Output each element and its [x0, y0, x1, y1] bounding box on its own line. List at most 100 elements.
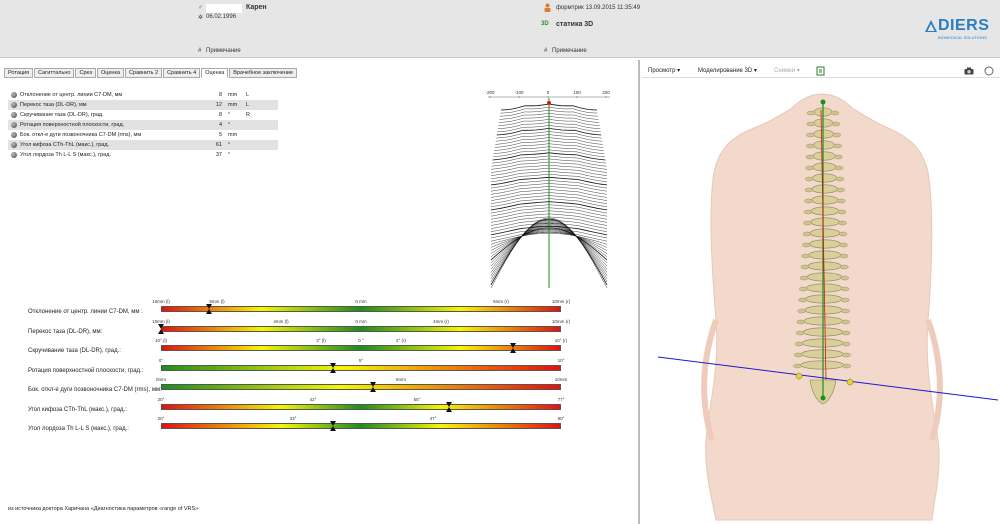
bullet-icon — [11, 152, 17, 158]
scale-tick-label: 10mm (l) — [152, 299, 170, 304]
vertebra — [805, 294, 843, 304]
bullet-icon — [11, 92, 17, 98]
param-label: Бок. откл-е дуги позвоночника C7-DM (rms… — [20, 132, 142, 138]
vertebra — [813, 129, 835, 139]
scale-row: Угол кифоза CTh-ThL (макс.), град.: 20° 42… — [0, 396, 640, 418]
circle-icon[interactable] — [984, 66, 994, 76]
note-icon: # — [544, 48, 548, 54]
param-row[interactable]: Угол кифоза CTh-ThL (макс.), град. 61 ° — [8, 140, 278, 150]
scale-label: Угол лордоза Th L-L S (макс.), град.: — [28, 426, 129, 432]
vp-marker — [820, 99, 826, 105]
scale-label: Угол кифоза CTh-ThL (макс.), град.: — [28, 406, 127, 413]
scale-label: Ротация поверхностной плоскости, град.: — [28, 367, 144, 374]
birth-date: 06.02.1996 — [206, 14, 237, 20]
scale-tick-label: 20° — [157, 396, 165, 402]
scale-label: Отклонение от центр. линии C7-DM, мм : — [28, 309, 143, 315]
scale-label: Перекос таза (DL-DR), мм: — [28, 328, 103, 335]
pelvis-plane-line — [657, 356, 999, 401]
tab-2[interactable]: Срез — [75, 68, 96, 78]
scale-tick-label: 77° — [557, 396, 565, 402]
scale-row: Отклонение от центр. линии C7-DM, мм : 10… — [0, 299, 640, 320]
param-row[interactable]: Ротация поверхностной плоскости, град.4° — [8, 120, 278, 130]
gender-icon: ♂ — [198, 5, 203, 11]
param-label: Угол лордоза Th L-L S (макс.), град. — [20, 152, 111, 158]
snapshots-menu[interactable]: Снимки ▾ — [774, 68, 800, 74]
person-icon — [544, 3, 551, 12]
dm-marker — [820, 395, 826, 401]
vertebra — [810, 206, 840, 216]
vertebra — [809, 228, 841, 238]
scale-tick-label: 4mm (l) — [273, 318, 289, 324]
param-value: 12 — [215, 102, 222, 108]
tab-5[interactable]: Сравнить 4 — [163, 68, 201, 78]
axis-tick-label: 200 — [602, 90, 610, 95]
param-value: 61 — [215, 142, 222, 148]
scale-tick-label: 42° — [309, 396, 317, 402]
param-label: Ротация поверхностной плоскости, град. — [20, 122, 125, 128]
scale-tick-label: 10mm (r) — [551, 318, 571, 324]
axis-tick-label: -200 — [485, 90, 495, 95]
tab-4[interactable]: Сравнить 2 — [125, 68, 163, 78]
scale-tick-label: 0 mm — [355, 299, 367, 304]
scale-tick-label: 10mm — [554, 377, 568, 382]
hourglass-marker-icon — [510, 343, 516, 353]
note-left[interactable]: Примечание — [206, 48, 241, 54]
tab-6[interactable]: Оценка — [201, 68, 229, 78]
param-unit: ° — [228, 142, 231, 148]
diers-logo: DIERS BIOMEDICAL SOLUTIONS — [924, 17, 998, 43]
modeling-menu[interactable]: Моделирование 3D ▾ — [698, 68, 757, 74]
param-value: 8 — [218, 92, 222, 98]
vertebra — [812, 173, 838, 183]
spine-model — [793, 107, 851, 405]
scale-tick-label: 0mm — [156, 377, 166, 382]
camera-icon[interactable] — [964, 67, 974, 75]
hourglass-marker-icon — [330, 421, 336, 431]
param-row[interactable]: Скручивание таза (DL-DR), град.8°R — [8, 110, 278, 120]
view-menu[interactable]: Просмотр ▾ — [648, 68, 681, 74]
bullet-icon — [11, 122, 17, 128]
bullet-icon — [11, 112, 17, 118]
hourglass-marker-icon — [158, 323, 164, 334]
param-unit: mm — [228, 132, 238, 138]
scale-tick-label: 2° (r) — [395, 338, 407, 343]
param-value: 4 — [218, 122, 222, 128]
tab-0[interactable]: Ротация — [4, 68, 34, 78]
vertebra — [807, 261, 842, 271]
param-row[interactable]: Бок. откл-е дуги позвоночника C7-DM (rms… — [8, 130, 278, 140]
tab-1[interactable]: Сагиттально — [34, 68, 75, 78]
param-unit: mm — [228, 102, 238, 108]
param-unit: ° — [228, 112, 231, 118]
scale-tick-label: 5mm (l) — [209, 299, 225, 304]
scale-tick-label: 0 ° — [358, 338, 364, 343]
scale-tick-label: 6mm — [396, 377, 406, 382]
tab-7[interactable]: Врачебное заключение — [229, 68, 298, 78]
param-value: 37 — [215, 152, 222, 158]
vertebra — [800, 349, 844, 359]
export-icon[interactable] — [816, 66, 826, 76]
param-label: Угол кифоза CTh-ThL (макс.), град. — [20, 142, 110, 148]
tab-3[interactable]: Оценка — [96, 68, 125, 78]
scale-tick-label: 55° — [413, 396, 421, 402]
static-label[interactable]: статика 3D — [556, 21, 594, 28]
param-side: R — [246, 112, 250, 118]
scale-tick-label: 20° — [157, 416, 165, 421]
hourglass-marker-icon — [206, 304, 212, 314]
axis-tick-label: 0 — [547, 90, 550, 95]
dl-marker — [795, 372, 803, 380]
scale-tick-label: 10mm (r) — [551, 299, 571, 304]
param-side: L — [246, 92, 250, 98]
vertebra — [812, 162, 837, 172]
note-right[interactable]: Примечание — [552, 48, 587, 54]
param-row[interactable]: Угол лордоза Th L-L S (макс.), град.37° — [8, 150, 278, 160]
note-icon: # — [198, 48, 202, 54]
vertebra — [811, 184, 838, 194]
form-label[interactable]: формтрик 13.09.2015 11:35:49 — [556, 5, 641, 11]
scale-tick-label: 0° — [158, 357, 164, 363]
birth-icon: ✲ — [198, 15, 204, 21]
scale-bar — [161, 403, 561, 410]
hourglass-marker-icon — [330, 362, 336, 373]
